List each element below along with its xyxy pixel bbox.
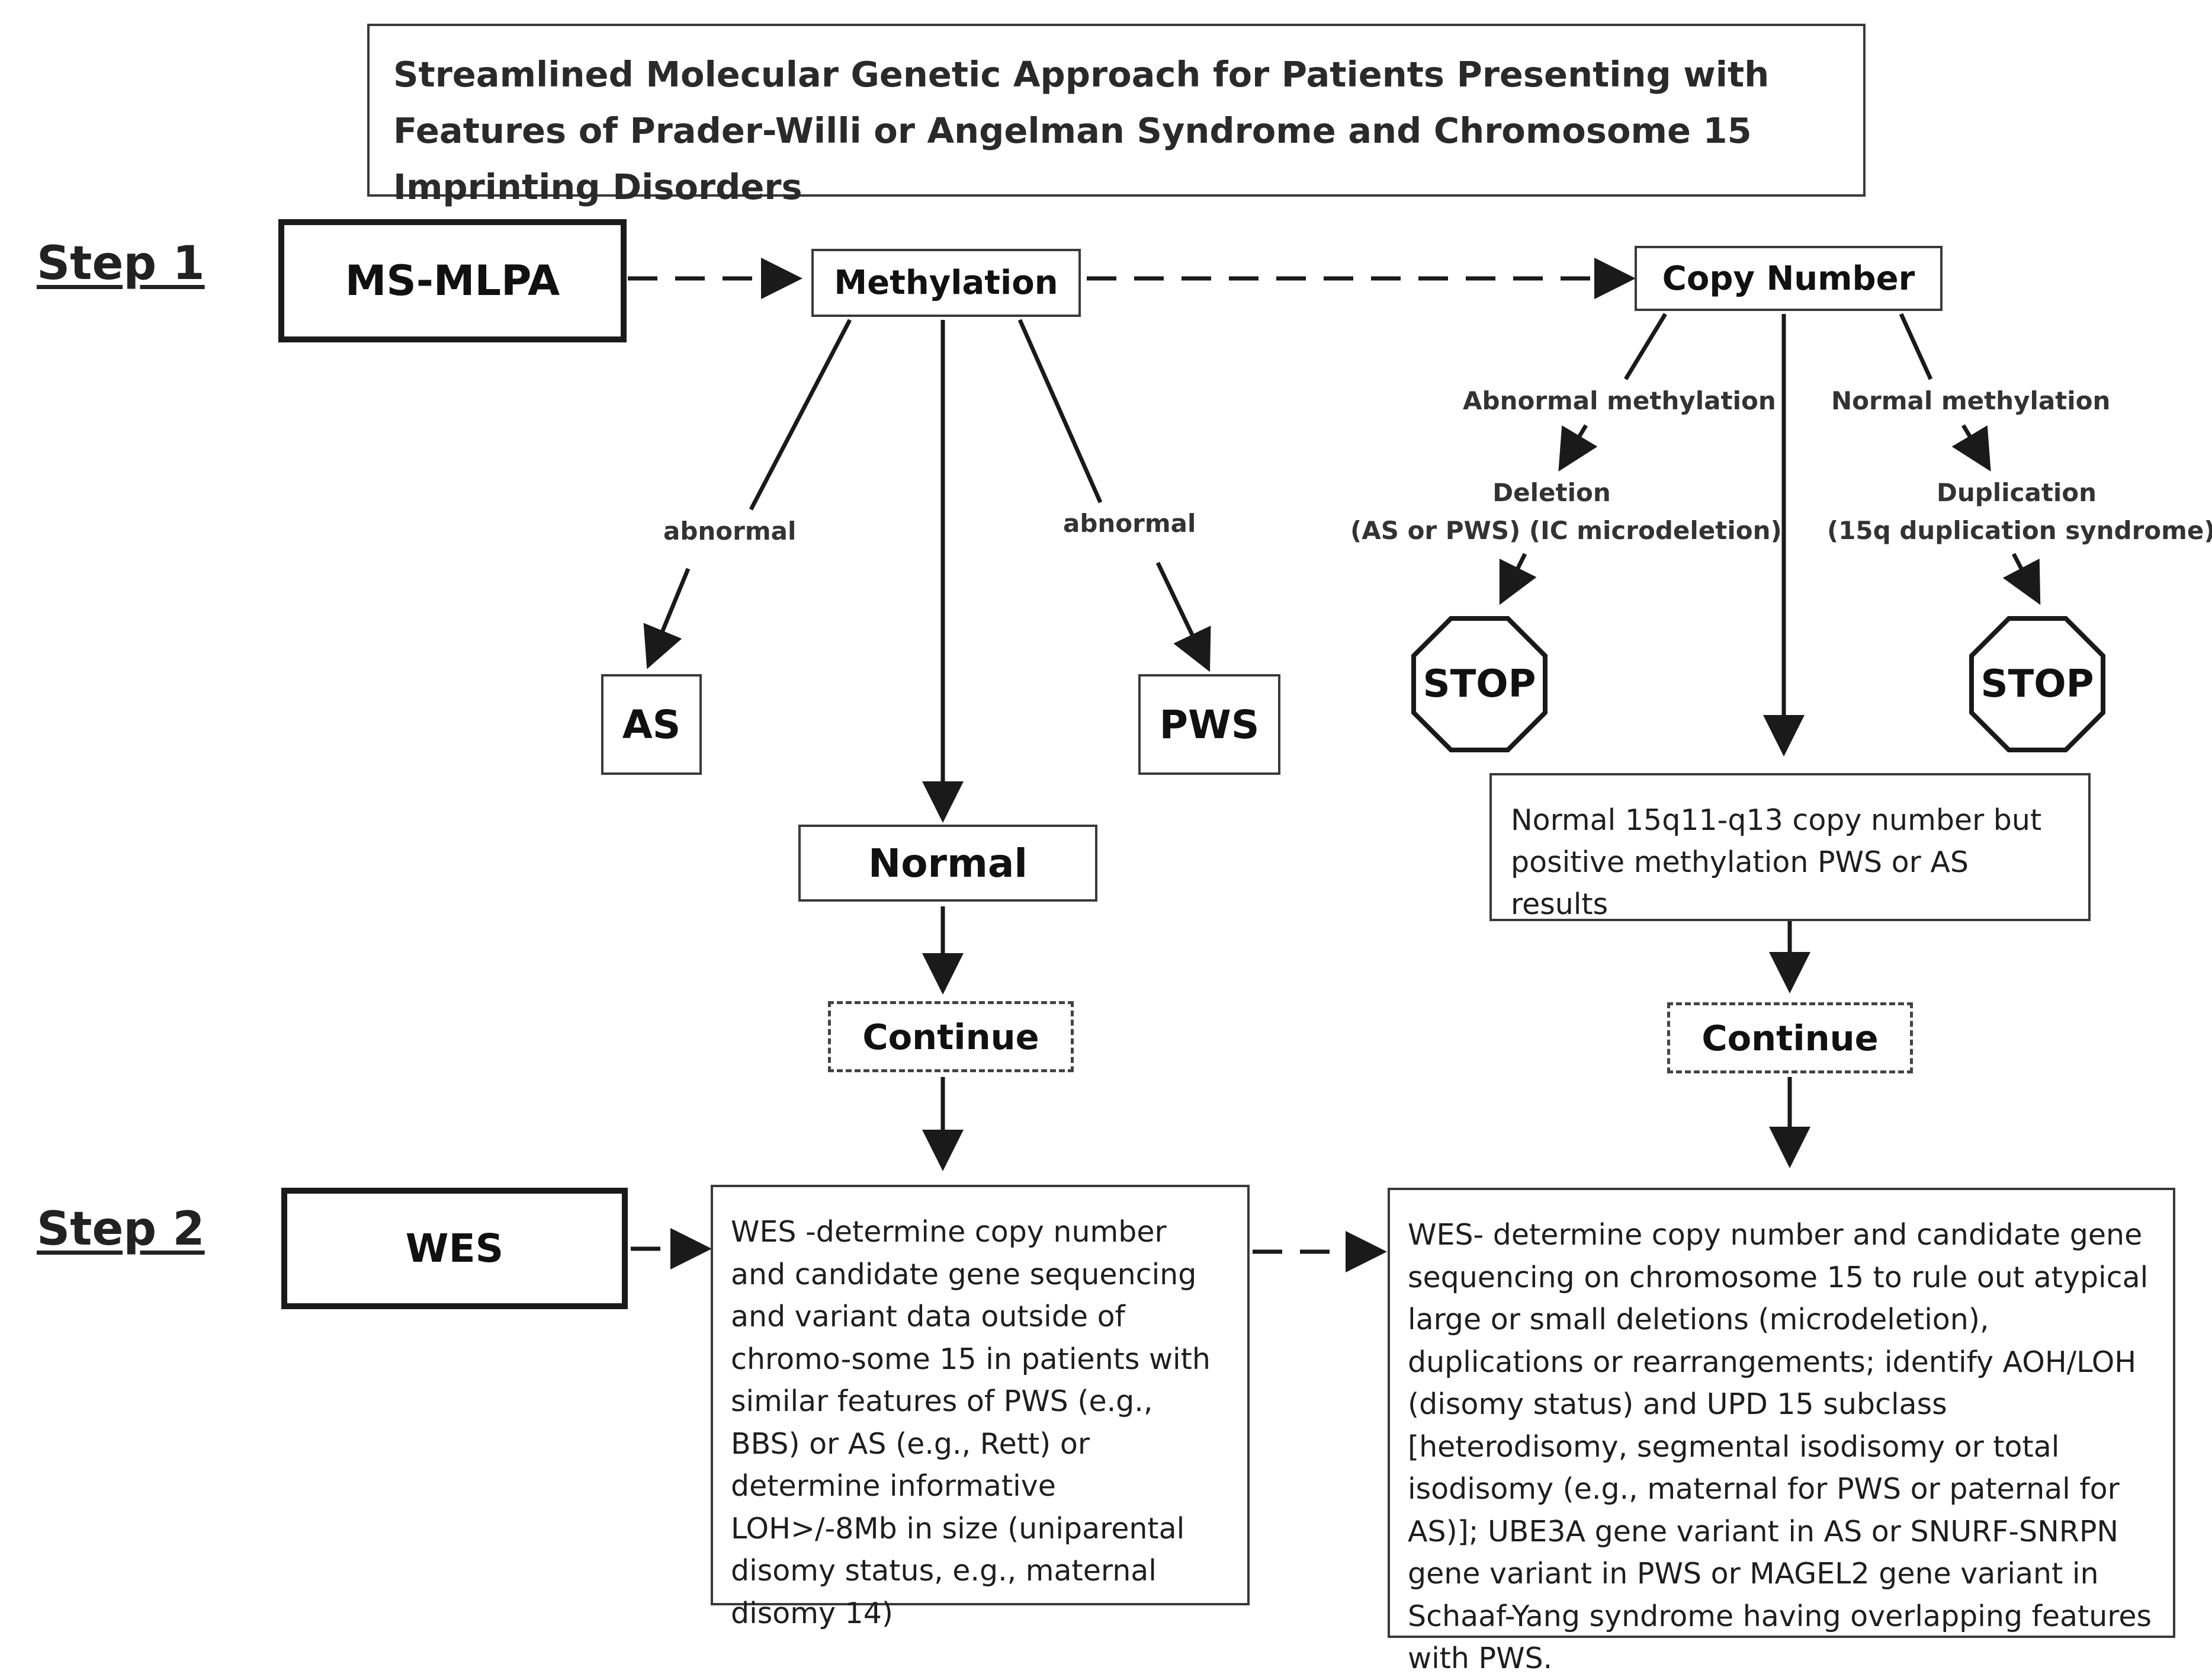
abnormal-right-label: abnormal	[1063, 509, 1196, 538]
continue-left-box: Continue	[828, 1001, 1074, 1072]
abnormal-left-label: abnormal	[663, 517, 797, 546]
normal-box: Normal	[798, 825, 1097, 902]
step-1-label: Step 1	[37, 237, 205, 290]
stop-sign-left: STOP	[1411, 616, 1548, 752]
arrow-normal-meth-to-duplication	[1951, 424, 1991, 472]
methylation-box: Methylation	[811, 249, 1081, 317]
stop-sign-right: STOP	[1969, 616, 2105, 752]
arrow-abnormal-left-to-as	[643, 568, 691, 669]
copy-number-box: Copy Number	[1635, 246, 1943, 311]
line-copynumber-to-normal-meth	[1899, 313, 1933, 380]
diagram-title: Streamlined Molecular Genetic Approach f…	[367, 24, 1866, 207]
arrow-duplication-to-stop	[2002, 553, 2041, 605]
ms-mlpa-box: MS-MLPA	[278, 219, 627, 342]
stop-right-text: STOP	[1980, 662, 2094, 706]
deletion-title: Deletion	[1492, 478, 1611, 507]
line-methylation-to-abnormal-left	[749, 319, 852, 511]
step-2-label: Step 2	[37, 1203, 205, 1256]
arrow-abnormal-meth-to-deletion	[1558, 424, 1598, 472]
normal-methylation-label: Normal methylation	[1831, 386, 2111, 415]
arrow-deletion-to-stop	[1499, 553, 1537, 605]
wes-box: WES	[281, 1188, 628, 1309]
abnormal-methylation-label: Abnormal methylation	[1463, 386, 1776, 415]
normal-copy-result-box: Normal 15q11-q13 copy number but positiv…	[1489, 773, 2091, 921]
deletion-label: Deletion (AS or PWS) (IC microdeletion)	[1350, 474, 1782, 550]
pws-box: PWS	[1138, 674, 1280, 775]
octagon-icon	[1969, 616, 2105, 752]
arrow-abnormal-right-to-pws	[1155, 562, 1211, 672]
stop-left-text: STOP	[1423, 662, 1536, 706]
line-copynumber-to-abnormal-meth	[1624, 313, 1667, 380]
line-methylation-to-abnormal-right	[1017, 319, 1103, 504]
deletion-detail: (AS or PWS) (IC microdeletion)	[1350, 516, 1782, 545]
duplication-title: Duplication	[1936, 478, 2097, 507]
duplication-detail: (15q duplication syndrome)	[1827, 516, 2212, 545]
wes-left-box: WES -determine copy number and candidate…	[711, 1185, 1250, 1630]
duplication-label: Duplication (15q duplication syndrome)	[1827, 474, 2212, 550]
continue-right-box: Continue	[1667, 1002, 1913, 1073]
wes-right-box: WES- determine copy number and candidate…	[1388, 1188, 2175, 1675]
octagon-icon	[1411, 616, 1548, 752]
as-box: AS	[601, 674, 702, 775]
